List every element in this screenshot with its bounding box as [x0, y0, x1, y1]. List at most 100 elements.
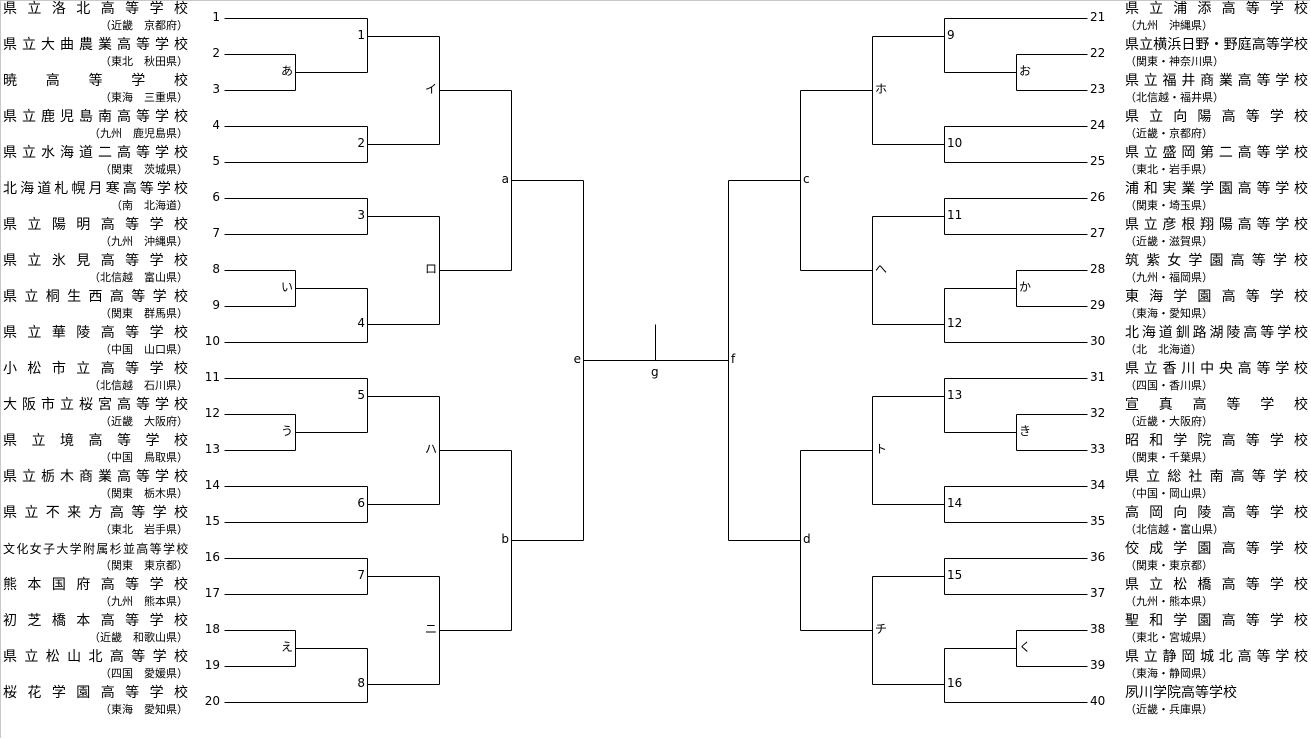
team-number: 16 [204, 550, 220, 564]
school-region: （北 北海道） [1125, 343, 1202, 356]
school-name: 県立華陵高等学校 [3, 325, 188, 341]
team-entry: 県立華陵高等学校 （中国 山口県） [3, 324, 188, 360]
school-region: （中国 山口県） [100, 343, 188, 356]
match-label: a [501, 172, 509, 186]
team-number: 11 [204, 370, 220, 384]
team-entry: 県立洛北高等学校（近畿 京都府） [3, 0, 188, 36]
team-entry: 文化女子大学附属杉並高等学校（関東 東京都） [3, 540, 188, 576]
team-entry: 県立鹿児島南高等学校 （九州 鹿児島県） [3, 108, 188, 144]
school-region: （関東 群馬県） [100, 307, 188, 320]
match-label: 3 [357, 208, 365, 222]
school-name: 県立静岡城北高等学校 [1125, 649, 1308, 665]
school-name: 北海道釧路湖陵高等学校 [1125, 325, 1308, 341]
team-entry: 初芝橋本高等学校（近畿 和歌山県） [3, 612, 188, 648]
school-name: 県立桐生西高等学校 [3, 289, 188, 305]
school-name: 文化女子大学附属杉並高等学校 [3, 542, 188, 556]
team-entry: 大阪市立桜宮高等学校（近畿 大阪府） [3, 396, 188, 432]
school-region: （北信越 富山県） [89, 271, 188, 284]
team-number: 6 [212, 190, 220, 204]
school-region: （中国 鳥取県） [100, 451, 188, 464]
school-name: 佼成学園高等学校 [1125, 541, 1308, 557]
team-number: 1 [212, 10, 220, 24]
team-number: 7 [212, 226, 220, 240]
team-number: 30 [1090, 334, 1106, 348]
school-region: （九州 沖縄県） [100, 235, 188, 248]
match-label: d [803, 532, 811, 546]
school-name: 夙川学院高等学校 [1125, 685, 1237, 701]
team-number: 22 [1090, 46, 1106, 60]
school-name: 県立浦添高等学校 [1125, 1, 1308, 17]
team-number: 39 [1090, 658, 1106, 672]
team-entry: 県立浦添高等学校（九州 沖縄県） [1125, 0, 1308, 36]
school-name: 県立松山北高等学校 [3, 649, 188, 665]
match-label: 10 [947, 136, 963, 150]
team-number: 38 [1090, 622, 1106, 636]
team-entry: 県立水海道二高等学校（関東 茨城県） [3, 144, 188, 180]
match-label: ハ [424, 442, 437, 456]
school-name: 県立鹿児島南高等学校 [3, 109, 188, 125]
school-region: （中国・岡山県） [1125, 487, 1213, 500]
school-region: （関東 栃木県） [100, 487, 188, 500]
match-label: b [501, 532, 509, 546]
school-region: （東北 岩手県） [100, 523, 188, 536]
team-entry: 県立境高等学校（中国 鳥取県） [3, 432, 188, 468]
team-number: 26 [1090, 190, 1106, 204]
school-name: 東海学園高等学校 [1125, 289, 1308, 305]
school-region: （四国 愛媛県） [100, 667, 188, 680]
team-number: 29 [1090, 298, 1106, 312]
match-label: 9 [947, 28, 955, 42]
match-label: か [1019, 280, 1032, 294]
school-region: （北信越・福井県） [1125, 91, 1224, 104]
team-number: 5 [212, 154, 220, 168]
team-entry: 浦和実業学園高等学校（関東・埼玉県） [1125, 180, 1308, 216]
school-name: 県立洛北高等学校 [3, 1, 188, 17]
school-region: （関東・千葉県） [1125, 451, 1213, 464]
school-region: （東海・静岡県） [1125, 667, 1213, 680]
team-entry: 県立不来方高等学校（東北 岩手県） [3, 504, 188, 540]
school-name: 県立香川中央高等学校 [1125, 361, 1308, 377]
match-label: チ [875, 622, 888, 636]
school-name: 宣真高等学校 [1125, 397, 1308, 413]
team-number: 28 [1090, 262, 1106, 276]
match-label: え [280, 640, 293, 654]
match-label: う [280, 424, 293, 438]
final-label: g [651, 365, 659, 379]
team-number: 15 [204, 514, 220, 528]
school-region: （関東 茨城県） [100, 163, 188, 176]
team-number: 2 [212, 46, 220, 60]
match-label: ト [875, 442, 888, 456]
match-label: f [731, 352, 736, 366]
team-entry: 県立盛岡第二高等学校（東北・岩手県） [1125, 144, 1308, 180]
school-region: （東北・宮城県） [1125, 631, 1213, 644]
school-name: 熊本国府高等学校 [3, 577, 188, 593]
team-number: 34 [1090, 478, 1106, 492]
school-region: （四国・香川県） [1125, 379, 1213, 392]
school-name: 県立大曲農業高等学校 [3, 37, 188, 53]
match-label: 16 [947, 676, 963, 690]
team-number: 14 [204, 478, 220, 492]
team-number: 35 [1090, 514, 1106, 528]
school-name: 県立陽明高等学校 [3, 217, 188, 233]
team-entry: 県立静岡城北高等学校 （東海・静岡県） [1125, 648, 1308, 684]
team-number: 24 [1090, 118, 1106, 132]
match-label: 5 [357, 388, 365, 402]
team-entry: 県立大曲農業高等学校（東北 秋田県） [3, 36, 188, 72]
school-region: （九州・熊本県） [1125, 595, 1213, 608]
school-name: 県立彦根翔陽高等学校 [1125, 217, 1308, 233]
school-region: （九州 鹿児島県） [89, 127, 188, 140]
team-entry: 県立横浜日野・野庭高等学校（関東・神奈川県） [1125, 36, 1308, 72]
school-name: 浦和実業学園高等学校 [1125, 181, 1308, 197]
team-number: 32 [1090, 406, 1106, 420]
team-entry: 筑紫女学園高等学校（九州・福岡県） [1125, 252, 1308, 288]
match-label: 2 [357, 136, 365, 150]
school-name: 県立総社南高等学校 [1125, 469, 1308, 485]
school-name: 小松市立高等学校 [3, 361, 188, 377]
team-entry: 県立陽明高等学校 （九州 沖縄県） [3, 216, 188, 252]
match-label: 13 [947, 388, 963, 402]
team-entry: 東海学園高等学校（東海・愛知県） [1125, 288, 1308, 324]
team-entry: 佼成学園高等学校（関東・東京都） [1125, 540, 1308, 576]
match-label: お [1019, 64, 1032, 78]
team-number: 37 [1090, 586, 1106, 600]
school-name: 北海道札幌月寒高等学校 [3, 181, 188, 197]
